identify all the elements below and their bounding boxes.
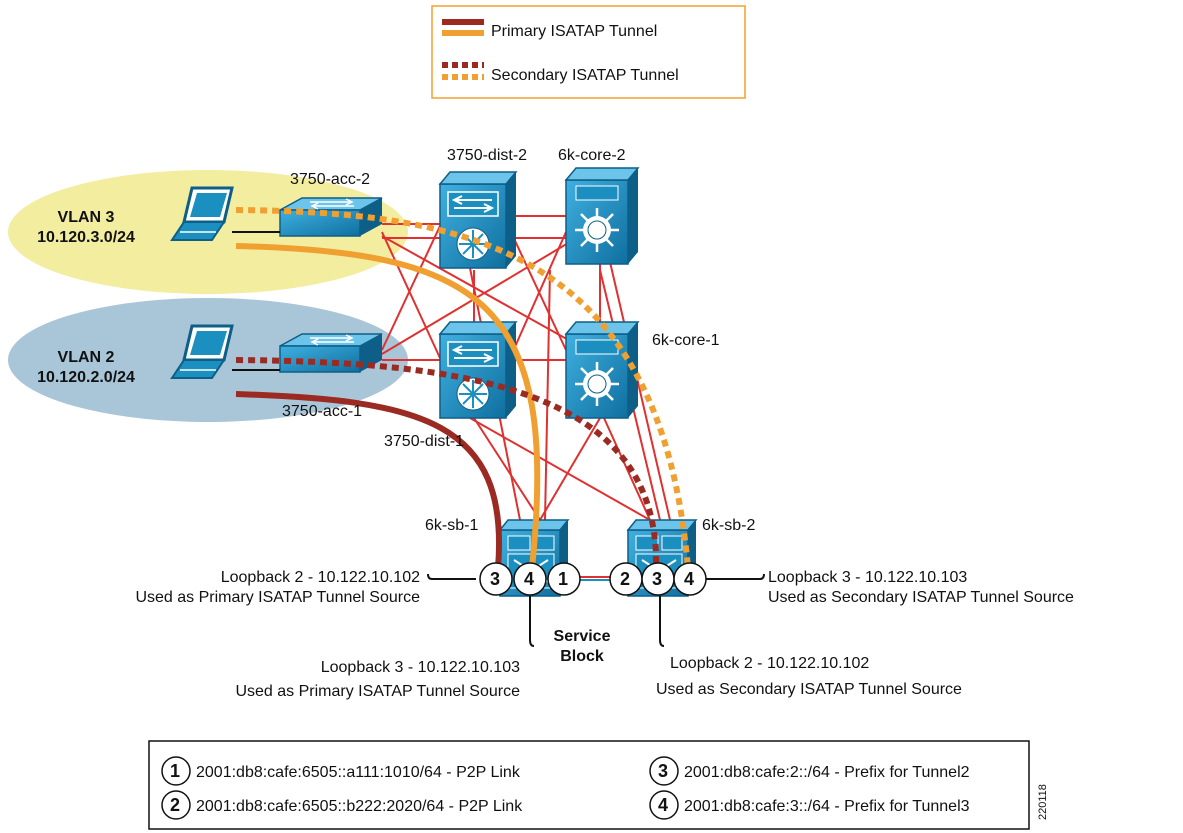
footnote-4-num: 4 (658, 795, 668, 815)
label-6k-sb-1: 6k-sb-1 (425, 517, 478, 534)
footnote-3-num: 3 (658, 761, 668, 781)
primary-tunnel-red (235, 391, 503, 569)
vlan3-subnet: 10.120.3.0/24 (37, 229, 135, 246)
footnote-3-text: 2001:db8:cafe:2::/64 - Prefix for Tunnel… (684, 764, 970, 781)
switch-3750-acc-1 (279, 333, 383, 373)
loopback-left-bottom-line2: Used as Primary ISATAP Tunnel Source (235, 683, 520, 700)
legend-primary-label: Primary ISATAP Tunnel (491, 23, 657, 40)
legend-secondary-label: Secondary ISATAP Tunnel (491, 67, 679, 84)
loopback-left-top-leader (427, 573, 476, 580)
loopback-right-top-line2: Used as Secondary ISATAP Tunnel Source (768, 589, 1074, 606)
loopback-right-top-leader (706, 573, 765, 580)
isatap-tunnels (235, 207, 691, 569)
secondary-tunnel-red (235, 357, 660, 569)
loopback-right-bottom-leader (659, 596, 665, 647)
figure-id: 220118 (1037, 784, 1049, 820)
label-3750-acc-2: 3750-acc-2 (290, 171, 370, 188)
sb2-markers: 2 3 4 (609, 562, 707, 596)
legend: Primary ISATAP Tunnel Secondary ISATAP T… (431, 5, 746, 99)
loopback-left-top-line1: Loopback 2 - 10.122.10.102 (221, 569, 420, 586)
marker-sb1-1: 1 (558, 569, 568, 589)
service-block-line2: Block (560, 648, 604, 665)
switch-3750-acc-2 (279, 197, 383, 237)
label-6k-core-1: 6k-core-1 (652, 332, 720, 349)
loopback-left-bottom-line1: Loopback 3 - 10.122.10.103 (321, 659, 520, 676)
marker-sb2-4: 4 (684, 569, 694, 589)
footnote-1-text: 2001:db8:cafe:6505::a111:1010/64 - P2P L… (196, 764, 521, 781)
switch-3750-dist-2 (439, 171, 517, 269)
marker-sb2-2: 2 (620, 569, 630, 589)
label-3750-dist-2: 3750-dist-2 (447, 147, 527, 164)
label-3750-dist-1: 3750-dist-1 (384, 433, 464, 450)
loopback-right-bottom-line1: Loopback 2 - 10.122.10.102 (670, 655, 869, 672)
footnote-2-num: 2 (170, 795, 180, 815)
switch-6k-core-2 (564, 166, 640, 266)
vlan3-name: VLAN 3 (58, 209, 115, 226)
label-6k-sb-2: 6k-sb-2 (702, 517, 755, 534)
footnote-4-text: 2001:db8:cafe:3::/64 - Prefix for Tunnel… (684, 798, 970, 815)
legend-frame (431, 5, 746, 99)
primary-tunnel-orange (235, 243, 541, 569)
vlan2-subnet: 10.120.2.0/24 (37, 369, 135, 386)
marker-sb1-3: 3 (490, 569, 500, 589)
loopback-left-top-line2: Used as Primary ISATAP Tunnel Source (135, 589, 420, 606)
marker-sb2-3: 3 (652, 569, 662, 589)
footnote-1-num: 1 (170, 761, 180, 781)
secondary-tunnel-orange (235, 207, 691, 569)
loopback-right-top-line1: Loopback 3 - 10.122.10.103 (768, 569, 967, 586)
loopback-left-bottom-leader (529, 596, 535, 647)
footnote-box: 1 2001:db8:cafe:6505::a111:1010/64 - P2P… (148, 740, 1030, 830)
service-block-line1: Service (554, 628, 611, 645)
loopback-right-bottom-line2: Used as Secondary ISATAP Tunnel Source (656, 681, 962, 698)
switch-6k-core-1 (564, 320, 640, 420)
sb1-markers: 3 4 1 (479, 562, 581, 596)
footnote-frame (148, 740, 1030, 830)
label-6k-core-2: 6k-core-2 (558, 147, 626, 164)
vlan2-name: VLAN 2 (58, 349, 115, 366)
marker-sb1-4: 4 (524, 569, 534, 589)
label-3750-acc-1: 3750-acc-1 (282, 403, 362, 420)
footnote-2-text: 2001:db8:cafe:6505::b222:2020/64 - P2P L… (196, 798, 523, 815)
